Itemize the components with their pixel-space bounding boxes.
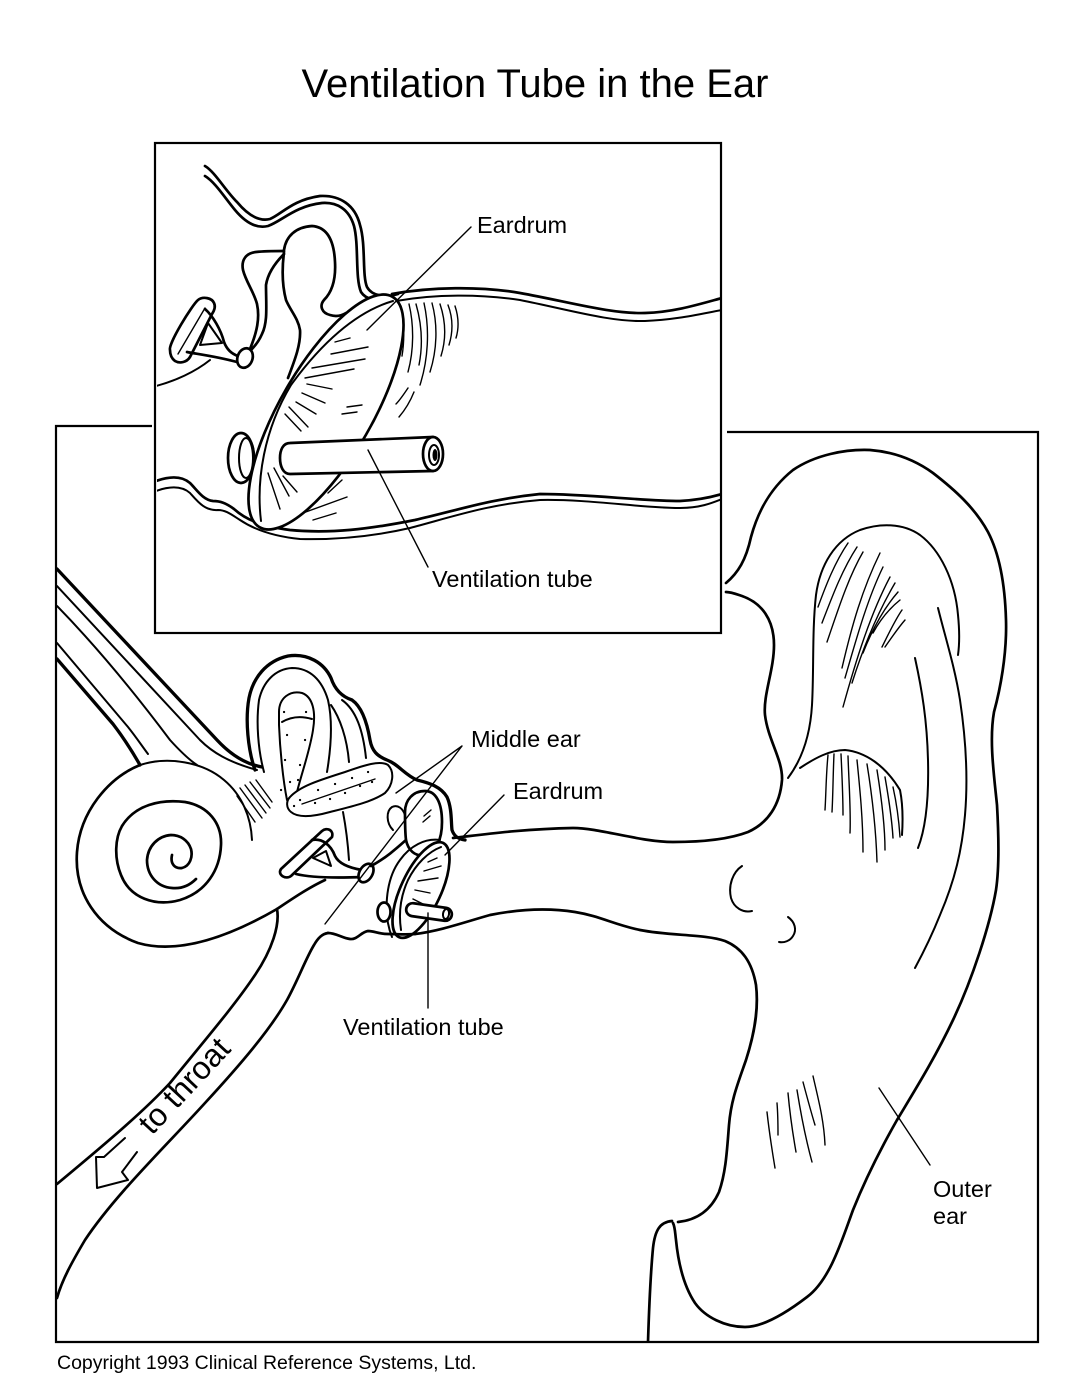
eustachian-tube-lower-wall (57, 931, 330, 1300)
stipple-dots (279, 710, 374, 808)
canal-ampulla-line (281, 716, 313, 723)
main-drawing (57, 448, 1008, 1341)
label-eardrum-inset: Eardrum (477, 212, 567, 238)
ventilation-tube-leader-inset (367, 449, 429, 568)
superior-membranous-canal (278, 691, 316, 801)
stapes-arch (294, 838, 364, 879)
outer-ear-outline (671, 448, 1008, 1329)
vestibule-line (342, 811, 350, 861)
incus-inset (241, 249, 286, 352)
label-ventilation-tube-inset: Ventilation tube (432, 566, 593, 592)
label-ventilation-tube-main: Ventilation tube (343, 1014, 504, 1040)
stapes-inset-arch (185, 307, 240, 364)
canal-lower-wall (157, 476, 720, 533)
stapes-inset-footplate-line (177, 307, 206, 355)
incus-lobe (386, 805, 406, 831)
cochlea-outline (75, 763, 327, 948)
middle-ear-floor (326, 929, 417, 941)
eardrum-main-striations (412, 857, 442, 906)
bony-wall-inner (203, 174, 394, 303)
antihelix-inner-line (914, 657, 930, 849)
label-middle-ear: Middle ear (471, 726, 581, 752)
cochlea-spiral-inner (145, 833, 198, 890)
ventilation-tube-inset (278, 435, 435, 476)
lobe-hatching (766, 1075, 826, 1169)
malleus-handle-inset (287, 329, 302, 379)
nerve-fiber-hatching (236, 779, 273, 823)
stapes-inset-head (235, 346, 255, 370)
arrow-down-left-icon (95, 1137, 138, 1189)
ventilation-tube-main-opening (441, 908, 451, 920)
stapes-inset-arch-opening (199, 322, 223, 346)
bony-wall-outer (203, 164, 400, 298)
scapha-hatching (817, 542, 906, 708)
nerve-line (57, 642, 149, 755)
concha-hatching (824, 753, 901, 863)
cochlea-spiral-outer (114, 799, 223, 904)
ear-canal-upper-wall (451, 590, 784, 844)
malleus-marks (422, 809, 432, 823)
main-panel-frame (54, 424, 1040, 1344)
posterior-canal (330, 699, 367, 763)
cochlea-upper-turn (139, 759, 253, 841)
incus-process (369, 838, 408, 868)
superior-canal-inner-edge (256, 667, 332, 773)
lateral-canal-inner-line (301, 778, 376, 805)
inset-drawing (157, 164, 720, 568)
canal-upper-wall-inner (395, 294, 720, 323)
auditory-nerve-bundle (57, 567, 264, 771)
concha-rim (799, 749, 904, 836)
eardrum-main-rim (398, 846, 442, 931)
label-eardrum-main: Eardrum (513, 778, 603, 804)
ventilation-tube-inset-lumen-dark (432, 449, 438, 461)
inset-frame (153, 141, 723, 635)
nerve-line (57, 567, 264, 769)
tube-flange-inset-inner (238, 437, 254, 479)
eustachian-tube-upper-wall (57, 907, 279, 1186)
ear-canal-lower-wall (413, 908, 759, 1224)
outer-ear-leader (878, 1087, 931, 1166)
earlobe-back-line (646, 1219, 674, 1341)
nerve-line (57, 605, 198, 766)
eardrum-leader-inset (366, 226, 472, 331)
main-ossicles (278, 789, 444, 884)
eardrum-inset-striations (267, 337, 369, 521)
nerve-line (57, 585, 258, 771)
lower-left-contour (157, 359, 211, 387)
copyright-notice: Copyright 1993 Clinical Reference System… (57, 1352, 476, 1374)
canal-upper-wall (390, 286, 720, 315)
eardrum-leader-main (444, 794, 505, 856)
label-outer-ear-line2: ear (933, 1203, 967, 1229)
inset-background (156, 144, 720, 632)
canal-lower-wall-inner (157, 486, 720, 541)
stapes-arch-opening (312, 850, 332, 867)
antihelix-line (914, 607, 968, 969)
stapes-footplate (278, 827, 334, 879)
lateral-membranous-canal (286, 762, 394, 818)
page-title: Ventilation Tube in the Ear (302, 62, 769, 106)
antitragus-mark (778, 916, 797, 944)
helix-fold (787, 524, 961, 779)
label-outer-ear-line1: Outer (933, 1176, 992, 1202)
eardrum-inset-rim (258, 300, 394, 522)
middle-ear-leader (324, 745, 463, 925)
bony-labyrinth-outline (245, 653, 467, 842)
nerve-line (57, 657, 142, 767)
inset-panel: Eardrum Ventilation tube (153, 141, 723, 635)
tragus-mark (729, 865, 753, 913)
tube-flange-main (376, 901, 392, 923)
